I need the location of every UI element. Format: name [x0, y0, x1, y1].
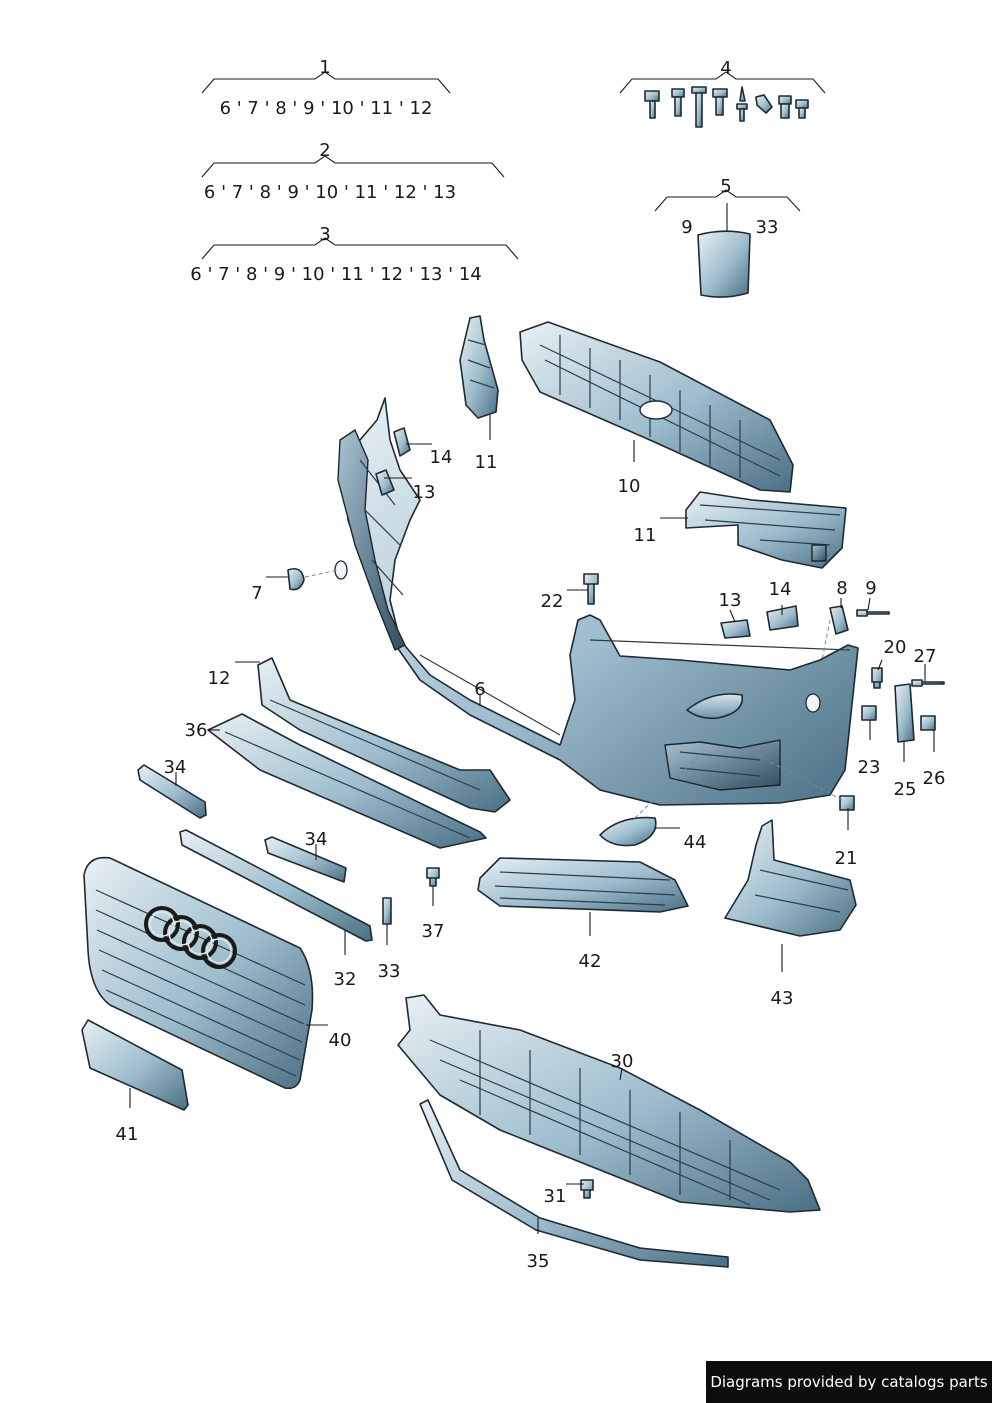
group-1-items: 6 ' 7 ' 8 ' 9 ' 10 ' 11 ' 12 [220, 98, 433, 119]
part-23-clip [861, 705, 877, 721]
callout-43: 43 [771, 988, 794, 1009]
part-44-cap [599, 816, 657, 847]
part-8-bracket [829, 605, 849, 635]
callout-11-lower: 11 [634, 525, 657, 546]
group-2: 2 6 ' 7 ' 8 ' 9 ' 10 ' 11 ' 12 ' 13 [201, 140, 505, 203]
group-5-number: 5 [720, 176, 731, 197]
part-42-vent-grille [477, 857, 689, 913]
callout-40: 40 [329, 1030, 352, 1051]
part-25-bracket [894, 683, 915, 743]
four-rings-logo [144, 906, 237, 969]
part-7-cap [287, 567, 305, 591]
callout-labels: 6 7 8 9 10 11 11 12 13 13 14 14 20 21 22… [116, 447, 946, 1272]
part-26-clip [920, 715, 936, 731]
part-14-clip-right [766, 605, 799, 631]
callout-34-left: 34 [164, 757, 187, 778]
part-34-trim-center [264, 836, 347, 883]
fastener-set [644, 86, 809, 128]
part-9-screw [856, 609, 890, 617]
callout-34-center: 34 [305, 829, 328, 850]
callout-32: 32 [334, 969, 357, 990]
callout-21: 21 [835, 848, 858, 869]
attribution-footer: Diagrams provided by catalogs parts [706, 1361, 992, 1403]
callout-14-left: 14 [430, 447, 453, 468]
group-2-number: 2 [319, 140, 330, 161]
leader-lines [129, 415, 935, 1234]
group-4: 4 [619, 58, 826, 128]
part-13-clip-right [720, 619, 751, 639]
callout-9: 9 [865, 578, 876, 599]
bag-icon [697, 230, 751, 298]
callout-6: 6 [474, 679, 485, 700]
part-33-bar [382, 897, 392, 925]
callout-13-right: 13 [719, 590, 742, 611]
callout-31: 31 [544, 1186, 567, 1207]
callout-42: 42 [579, 951, 602, 972]
callout-22: 22 [541, 591, 564, 612]
part-20-screw [871, 667, 883, 689]
callout-44: 44 [684, 832, 707, 853]
callout-41: 41 [116, 1124, 139, 1145]
part-27-screw [911, 679, 945, 687]
callout-11-upper: 11 [475, 452, 498, 473]
callout-10: 10 [618, 476, 641, 497]
callout-35: 35 [527, 1251, 550, 1272]
part-35-spoiler-strip [419, 1099, 729, 1268]
part-43-air-duct [724, 819, 857, 937]
group-2-items: 6 ' 7 ' 8 ' 9 ' 10 ' 11 ' 12 ' 13 [204, 182, 456, 203]
part-41-plate [81, 1019, 189, 1111]
part-22-bolt [583, 573, 599, 605]
callout-12: 12 [208, 668, 231, 689]
part-34-trim-left [137, 764, 207, 819]
part-10-absorber [519, 321, 794, 493]
callout-37: 37 [422, 921, 445, 942]
callout-23: 23 [858, 757, 881, 778]
group-1: 1 6 ' 7 ' 8 ' 9 ' 10 ' 11 ' 12 [201, 57, 451, 119]
group-1-number: 1 [319, 57, 330, 78]
part-37-bolt [426, 867, 440, 887]
callout-27: 27 [914, 646, 937, 667]
group-3: 3 6 ' 7 ' 8 ' 9 ' 10 ' 11 ' 12 ' 13 ' 14 [190, 224, 519, 285]
group-5-left: 9 [681, 217, 692, 238]
part-31-screw [580, 1179, 594, 1199]
callout-7: 7 [251, 583, 262, 604]
callout-26: 26 [923, 768, 946, 789]
group-5: 5 9 33 [654, 176, 801, 298]
callout-8: 8 [836, 578, 847, 599]
part-11-bracket-lower [685, 491, 847, 569]
group-3-number: 3 [319, 224, 330, 245]
part-6-bumper-cover [334, 397, 859, 806]
callout-30: 30 [611, 1051, 634, 1072]
callout-36: 36 [185, 720, 208, 741]
part-21-clip [839, 795, 855, 811]
part-11-bracket-upper [459, 315, 499, 419]
group-5-right: 33 [756, 217, 779, 238]
callout-14-right: 14 [769, 579, 792, 600]
group-4-number: 4 [720, 58, 731, 79]
part-14-clip-left [393, 427, 411, 457]
callout-13-left: 13 [413, 482, 436, 503]
part-40-grille [83, 856, 314, 1090]
part-13-clip-left [375, 469, 395, 496]
group-3-items: 6 ' 7 ' 8 ' 9 ' 10 ' 11 ' 12 ' 13 ' 14 [190, 264, 481, 285]
part-32-strip [179, 829, 373, 942]
part-30-undertray [397, 994, 821, 1213]
callout-20: 20 [884, 637, 907, 658]
callout-25: 25 [894, 779, 917, 800]
callout-33: 33 [378, 961, 401, 982]
part-12-guide [257, 657, 511, 813]
